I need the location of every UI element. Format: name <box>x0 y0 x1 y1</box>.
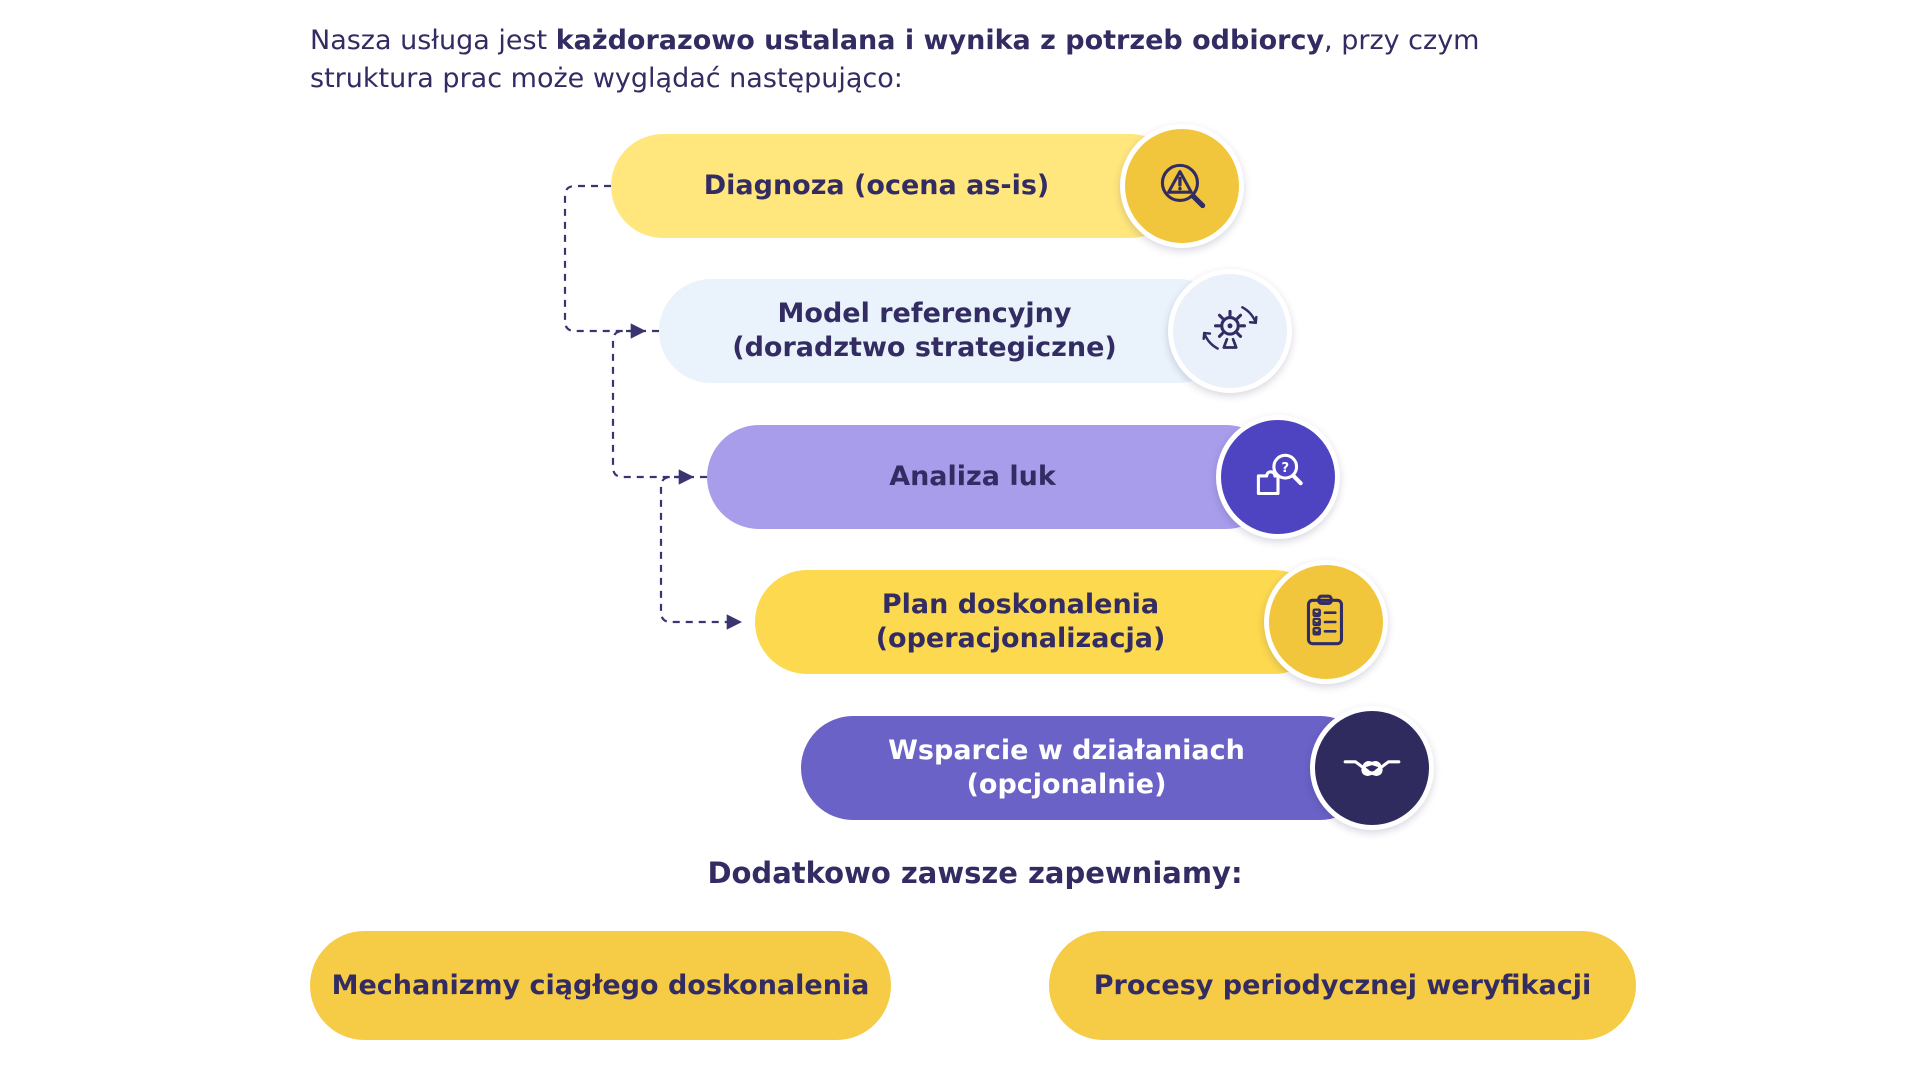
footer-pill-procesy: Procesy periodycznej weryfikacji <box>1049 931 1636 1040</box>
svg-text:?: ? <box>1281 461 1289 476</box>
footer-heading: Dodatkowo zawsze zapewniamy: <box>707 856 1243 890</box>
handshake-icon <box>1343 760 1401 776</box>
step-label-line1: Model referencyjny <box>777 298 1072 329</box>
step-pill: Analiza luk <box>707 425 1278 529</box>
step-wsparcie: Wsparcie w działaniach (opcjonalnie) <box>801 706 1434 830</box>
step-icon-badge <box>1120 124 1244 248</box>
step-label-line1: Plan doskonalenia <box>881 589 1160 620</box>
step-icon-badge <box>1310 706 1434 830</box>
step-label-line1: Analiza luk <box>889 461 1056 492</box>
intro-text: Nasza usługa jest każdorazowo ustalana i… <box>310 22 1630 98</box>
step-plan-doskonalenia: Plan doskonalenia (operacjonalizacja) <box>755 560 1388 684</box>
step-pill: Wsparcie w działaniach (opcjonalnie) <box>801 716 1372 820</box>
step-icon-badge <box>1264 560 1388 684</box>
footer-pill-mechanizmy: Mechanizmy ciągłego doskonalenia <box>310 931 891 1040</box>
step-label-line2: (operacjonalizacja) <box>875 623 1166 654</box>
puzzle-magnifier-icon: ? <box>1256 453 1303 496</box>
intro-text-before: Nasza usługa jest <box>310 25 556 56</box>
alert-magnifier-icon <box>1160 163 1206 209</box>
step-icon-badge <box>1168 269 1292 393</box>
step-pill: Diagnoza (ocena as-is) <box>611 134 1182 238</box>
step-label-line1: Diagnoza (ocena as-is) <box>703 170 1050 201</box>
intro-text-bold: każdorazowo ustalana i wynika z potrzeb … <box>555 25 1325 56</box>
step-label-line2: (opcjonalnie) <box>966 769 1167 800</box>
step-label-line2: (doradztwo strategiczne) <box>732 332 1117 363</box>
footer-pill-label: Procesy periodycznej weryfikacji <box>1093 970 1592 1001</box>
step-pill: Plan doskonalenia (operacjonalizacja) <box>755 570 1326 674</box>
step-model-referencyjny: Model referencyjny (doradztwo strategicz… <box>659 269 1292 393</box>
step-pill: Model referencyjny (doradztwo strategicz… <box>659 279 1230 383</box>
footer-pill-label: Mechanizmy ciągłego doskonalenia <box>331 970 870 1001</box>
clipboard-checklist-icon <box>1306 594 1344 646</box>
step-diagnoza: Diagnoza (ocena as-is) <box>611 124 1244 248</box>
step-icon-badge: ? <box>1216 415 1340 539</box>
gear-strategy-icon <box>1202 306 1258 350</box>
step-label-line1: Wsparcie w działaniach <box>888 735 1245 766</box>
step-analiza-luk: Analiza luk ? <box>707 415 1340 539</box>
intro-text-after: , przy czym struktura prac może wyglądać… <box>310 25 1480 94</box>
